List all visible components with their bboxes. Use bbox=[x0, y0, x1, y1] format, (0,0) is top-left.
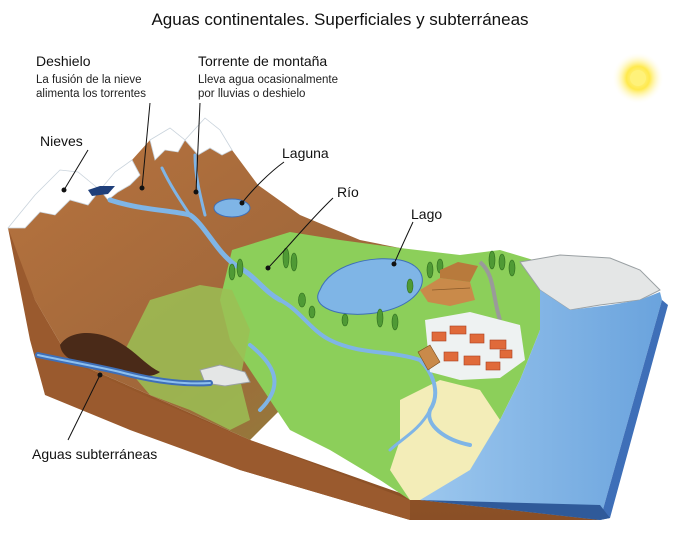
label-aguas-subterraneas: Aguas subterráneas bbox=[32, 446, 157, 462]
label-torrente-line2: por lluvias o deshielo bbox=[198, 87, 305, 101]
town bbox=[418, 312, 525, 380]
label-deshielo-line2: alimenta los torrentes bbox=[36, 87, 146, 101]
label-laguna: Laguna bbox=[282, 145, 329, 161]
label-deshielo-line1: La fusión de la nieve bbox=[36, 73, 142, 87]
laguna-water bbox=[214, 199, 250, 217]
diagram-title: Aguas continentales. Superficiales y sub… bbox=[0, 10, 680, 30]
label-torrente: Torrente de montaña bbox=[198, 53, 327, 69]
label-lago: Lago bbox=[411, 206, 442, 222]
label-rio: Río bbox=[337, 184, 359, 200]
label-nieves: Nieves bbox=[40, 133, 83, 149]
label-torrente-line1: Lleva agua ocasionalmente bbox=[198, 73, 338, 87]
sun-icon bbox=[612, 52, 664, 104]
label-deshielo: Deshielo bbox=[36, 53, 90, 69]
